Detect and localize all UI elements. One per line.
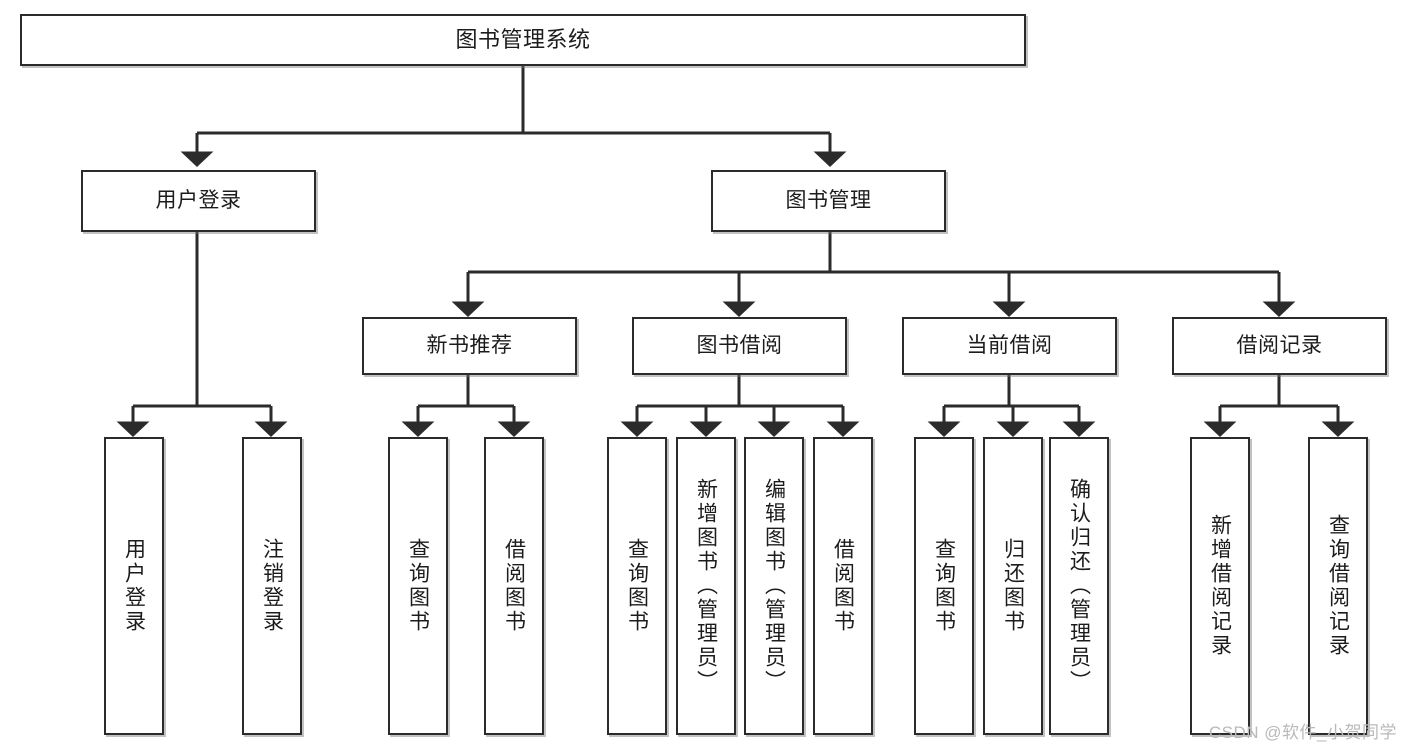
leaf-add-record[interactable]: 新增借阅记录 xyxy=(1190,437,1250,735)
leaf-user-login-label: 用户登录 xyxy=(122,538,146,634)
node-new-book-recommend[interactable]: 新书推荐 xyxy=(362,317,577,375)
leaf-edit-book-label: 编辑图书（管理员） xyxy=(762,478,786,694)
leaf-logout[interactable]: 注销登录 xyxy=(242,437,302,735)
leaf-query-record-label: 查询借阅记录 xyxy=(1326,514,1350,658)
leaf-return-book[interactable]: 归还图书 xyxy=(983,437,1043,735)
leaf-user-login[interactable]: 用户登录 xyxy=(104,437,164,735)
node-new-book-recommend-label: 新书推荐 xyxy=(426,333,513,357)
node-book-borrow-label: 图书借阅 xyxy=(696,333,783,357)
node-root[interactable]: 图书管理系统 xyxy=(20,14,1026,66)
node-user-login-label: 用户登录 xyxy=(155,188,242,212)
leaf-borrow-book-1-label: 借阅图书 xyxy=(502,538,526,634)
leaf-query-book-2[interactable]: 查询图书 xyxy=(607,437,667,735)
leaf-edit-book[interactable]: 编辑图书（管理员） xyxy=(744,437,804,735)
leaf-add-record-label: 新增借阅记录 xyxy=(1208,514,1232,658)
leaf-add-book[interactable]: 新增图书（管理员） xyxy=(676,437,736,735)
leaf-borrow-book-2-label: 借阅图书 xyxy=(831,538,855,634)
node-book-manage[interactable]: 图书管理 xyxy=(711,170,946,232)
node-root-label: 图书管理系统 xyxy=(455,27,591,53)
leaf-query-book-3[interactable]: 查询图书 xyxy=(914,437,974,735)
node-borrow-record-label: 借阅记录 xyxy=(1236,333,1323,357)
node-current-borrow[interactable]: 当前借阅 xyxy=(902,317,1117,375)
node-current-borrow-label: 当前借阅 xyxy=(966,333,1053,357)
leaf-query-book-1-label: 查询图书 xyxy=(406,538,430,634)
node-borrow-record[interactable]: 借阅记录 xyxy=(1172,317,1387,375)
leaf-add-book-label: 新增图书（管理员） xyxy=(694,478,718,694)
node-book-borrow[interactable]: 图书借阅 xyxy=(632,317,847,375)
node-book-manage-label: 图书管理 xyxy=(785,188,872,212)
csdn-watermark: CSDN @软件_小贺同学 xyxy=(1208,723,1397,742)
leaf-confirm-return-label: 确认归还（管理员） xyxy=(1067,478,1091,694)
leaf-query-book-3-label: 查询图书 xyxy=(932,538,956,634)
leaf-confirm-return[interactable]: 确认归还（管理员） xyxy=(1049,437,1109,735)
leaf-return-book-label: 归还图书 xyxy=(1001,538,1025,634)
leaf-query-book-1[interactable]: 查询图书 xyxy=(388,437,448,735)
leaf-borrow-book-2[interactable]: 借阅图书 xyxy=(813,437,873,735)
node-user-login[interactable]: 用户登录 xyxy=(81,170,316,232)
leaf-borrow-book-1[interactable]: 借阅图书 xyxy=(484,437,544,735)
leaf-query-book-2-label: 查询图书 xyxy=(625,538,649,634)
leaf-logout-label: 注销登录 xyxy=(260,538,284,634)
leaf-query-record[interactable]: 查询借阅记录 xyxy=(1308,437,1368,735)
